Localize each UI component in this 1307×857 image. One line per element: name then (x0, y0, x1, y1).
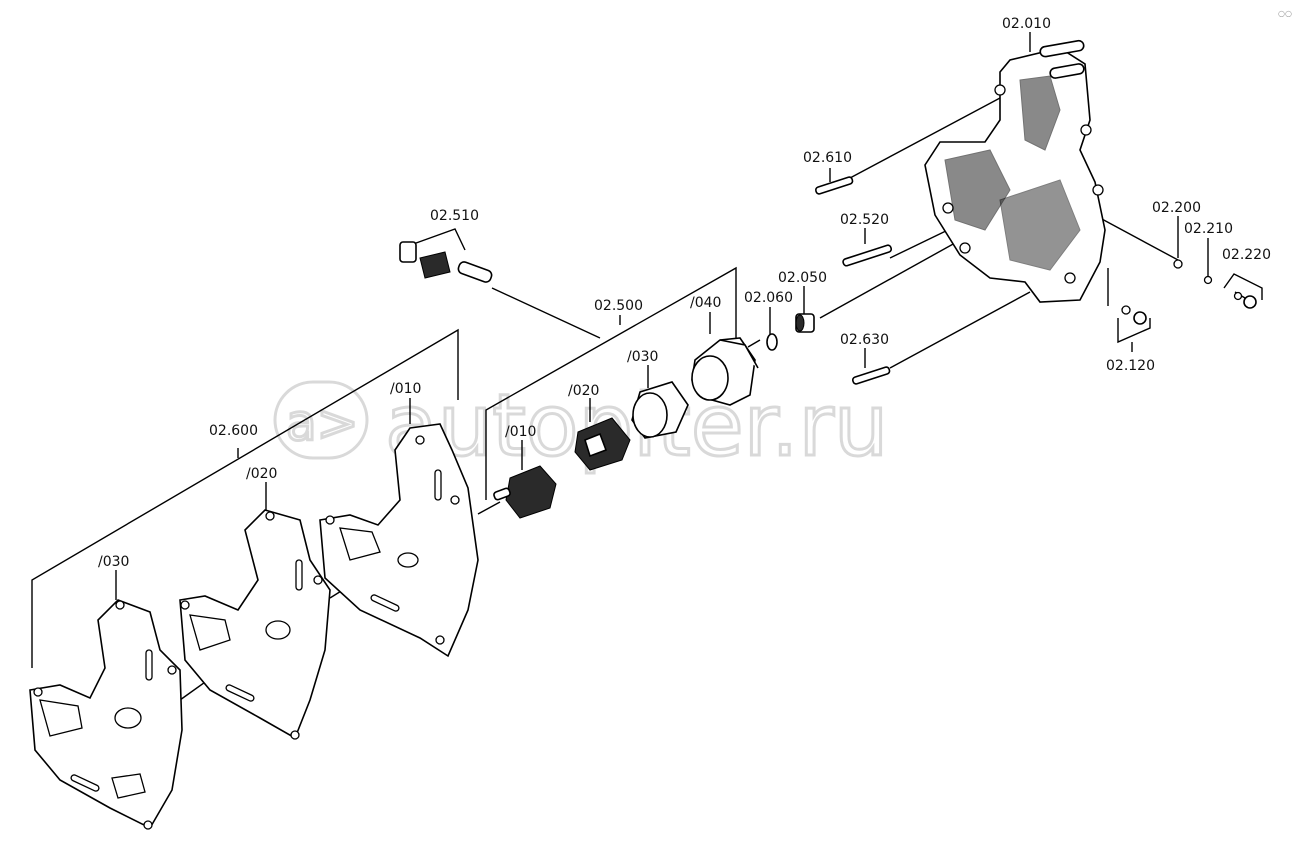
label-040: /040 (690, 295, 721, 311)
plate-030 (29, 599, 183, 830)
label-010-plate: /010 (390, 381, 421, 397)
plate-020 (179, 509, 331, 740)
ring-02210 (1203, 275, 1213, 285)
corner-mark-icon: ○○ (1278, 9, 1292, 18)
pump-housing-040 (691, 337, 759, 406)
housing-part (924, 39, 1106, 303)
screw-02220 (1243, 295, 1257, 309)
label-030-pump: /030 (627, 349, 658, 365)
label-02220: 02.220 (1222, 247, 1271, 263)
plate-010 (319, 423, 479, 658)
label-02510: 02.510 (430, 208, 479, 224)
callout-labels: 02.010 02.610 02.520 02.510 02.500 /040 … (98, 16, 1271, 570)
pin-02630 (851, 366, 891, 385)
ring-030 (631, 381, 689, 439)
label-02010: 02.010 (1002, 16, 1051, 32)
label-030-plate: /030 (98, 554, 129, 570)
label-02520: 02.520 (840, 212, 889, 228)
watermark-logo-glyph: a> (286, 394, 359, 452)
pin-02610 (814, 176, 854, 195)
label-02600: 02.600 (209, 423, 258, 439)
ring-02060 (766, 333, 778, 351)
watermark-logo-icon (273, 380, 369, 460)
label-02050: 02.050 (778, 270, 827, 286)
label-020-pump: /020 (568, 383, 599, 399)
label-02200: 02.200 (1152, 200, 1201, 216)
washer-02120 (1121, 305, 1131, 315)
label-010-pump: /010 (505, 424, 536, 440)
pin-02520 (842, 244, 893, 267)
label-020-plate: /020 (246, 466, 277, 482)
valve-02510 (399, 241, 493, 283)
label-02500: 02.500 (594, 298, 643, 314)
bushing-02050 (795, 313, 815, 333)
rotor-020 (574, 417, 631, 471)
label-02210: 02.210 (1184, 221, 1233, 237)
gear-010 (493, 465, 557, 519)
label-02630: 02.630 (840, 332, 889, 348)
label-02120: 02.120 (1106, 358, 1155, 374)
label-02060: 02.060 (744, 290, 793, 306)
washer-02220-a (1233, 291, 1243, 301)
screw-02120 (1133, 311, 1147, 325)
label-02610: 02.610 (803, 150, 852, 166)
ring-02200 (1173, 259, 1183, 269)
leader-lines (31, 32, 1263, 701)
